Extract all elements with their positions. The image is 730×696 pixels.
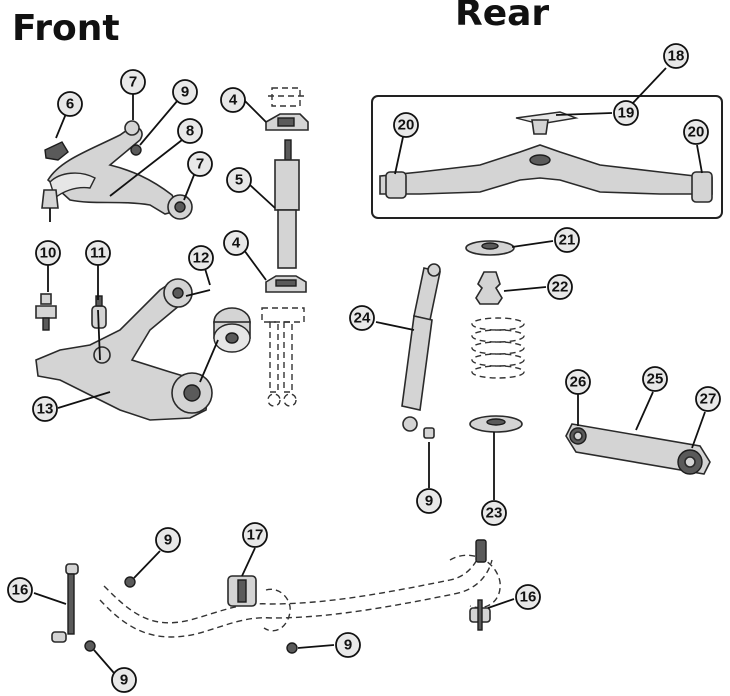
jounce-bumper-illustration [475,271,503,305]
svg-text:5: 5 [235,172,243,189]
upper-spring-isolator-illustration [465,240,515,256]
small-nut-illustration-top [130,144,142,156]
sway-bar-nut-bottom [84,640,96,652]
shock-lower-ghost [261,307,305,407]
sway-bar-link-right-illustration [469,539,491,631]
coil-spring-ghost [471,317,525,379]
rear-nut-illustration [423,427,435,439]
svg-text:16: 16 [520,589,537,606]
callout-20-left: 20 [393,112,419,138]
sway-bar-nut-left [124,576,136,588]
leader-lines [33,67,706,674]
callout-9-bar-bottom: 9 [111,667,137,693]
svg-text:21: 21 [559,232,576,249]
callout-22: 22 [547,274,573,300]
svg-text:7: 7 [129,74,137,91]
callout-bubbles: 6 7 9 8 7 4 5 4 10 11 12 13 18 19 20 20 … [7,43,721,693]
svg-text:25: 25 [647,371,664,388]
callout-8: 8 [177,118,203,144]
callout-9-top: 9 [172,79,198,105]
callout-20-right: 20 [683,119,709,145]
svg-text:24: 24 [354,310,371,327]
callout-13: 13 [32,396,58,422]
sway-bar-ghost [99,547,501,638]
svg-text:9: 9 [344,637,352,654]
svg-text:9: 9 [164,532,172,549]
callout-25: 25 [642,366,668,392]
ball-joint-illustration [35,293,57,331]
svg-text:26: 26 [570,374,587,391]
callout-24: 24 [349,305,375,331]
callout-16-right: 16 [515,584,541,610]
svg-text:12: 12 [193,250,210,267]
svg-text:9: 9 [120,672,128,689]
lower-control-arm-illustration [35,278,213,421]
svg-text:27: 27 [700,391,717,408]
lower-arm-bushing-illustration [213,307,251,353]
shock-mount-pad-top-illustration [265,113,309,131]
callout-17: 17 [242,522,268,548]
sway-bar-bushing-illustration [227,575,257,607]
callout-5: 5 [226,167,252,193]
callout-26: 26 [565,369,591,395]
svg-text:4: 4 [232,235,241,252]
callout-11: 11 [85,240,111,266]
upper-control-arm-illustration [41,120,193,222]
shock-mount-ghost-top [268,87,304,107]
callout-10: 10 [35,240,61,266]
callout-16-left: 16 [7,577,33,603]
callout-18: 18 [663,43,689,69]
svg-text:18: 18 [668,48,685,65]
svg-text:20: 20 [398,117,415,134]
rear-control-arm-illustration [565,423,711,475]
callout-9-bar-left: 9 [155,527,181,553]
svg-text:4: 4 [229,92,238,109]
svg-text:10: 10 [40,245,57,262]
svg-text:11: 11 [90,245,106,262]
svg-text:13: 13 [37,401,54,418]
svg-text:17: 17 [247,527,264,544]
svg-text:16: 16 [12,582,29,599]
callout-4-top: 4 [220,87,246,113]
front-shock-illustration [274,139,300,269]
svg-text:8: 8 [186,123,194,140]
rear-shock-illustration [401,263,441,432]
callout-19: 19 [613,100,639,126]
callout-9-bar-mid: 9 [335,632,361,658]
callout-9-rear: 9 [416,488,442,514]
heading-front: Front [12,8,120,49]
heading-rear: Rear [455,0,549,34]
sway-bar-nut-mid [286,642,298,654]
svg-text:19: 19 [618,105,635,122]
svg-text:23: 23 [486,505,503,522]
shock-mount-pad-bottom-illustration [265,275,307,293]
callout-4-bottom: 4 [223,230,249,256]
svg-text:6: 6 [66,96,74,113]
lower-spring-isolator-illustration [469,415,523,433]
svg-text:9: 9 [181,84,189,101]
svg-text:22: 22 [552,279,569,296]
callout-12: 12 [188,245,214,271]
bumper-pad-illustration [44,141,69,161]
svg-text:7: 7 [196,156,204,173]
callout-21: 21 [554,227,580,253]
callout-6-front: 6 [57,91,83,117]
svg-text:20: 20 [688,124,705,141]
sway-bar-link-left-illustration [51,563,79,643]
callout-27: 27 [695,386,721,412]
callout-23: 23 [481,500,507,526]
callout-7-side: 7 [187,151,213,177]
callout-7-top: 7 [120,69,146,95]
svg-text:9: 9 [425,493,433,510]
